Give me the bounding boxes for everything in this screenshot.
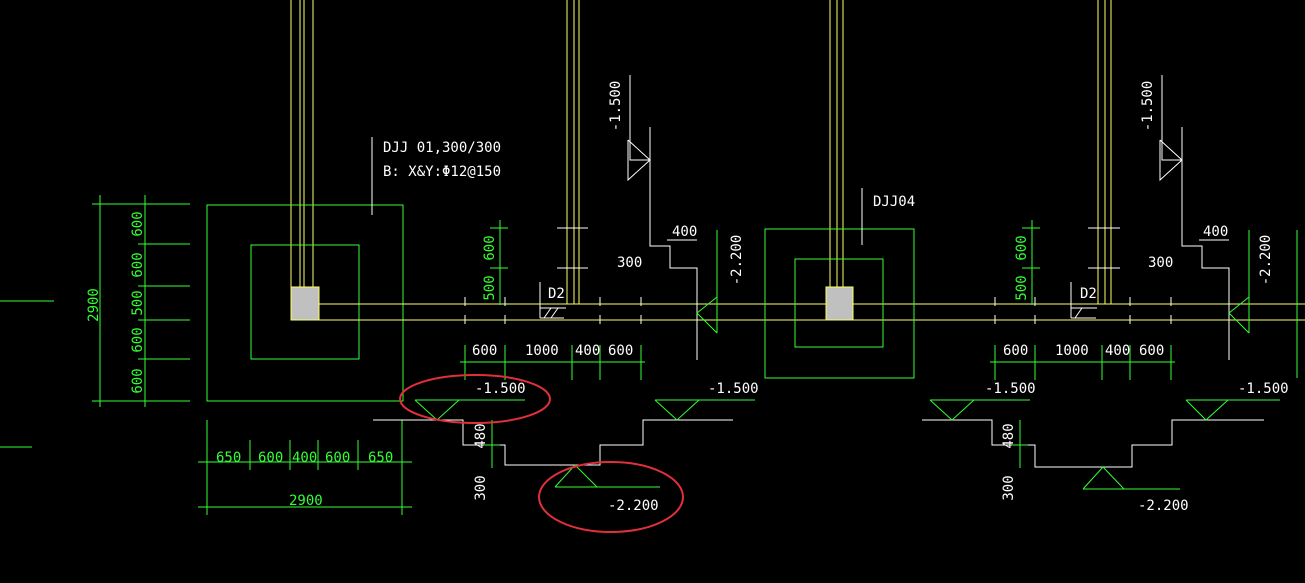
- dim-label: 400: [1203, 224, 1228, 240]
- highlight-ellipse-lower: [538, 461, 684, 533]
- elevation-label: -1.500: [608, 81, 624, 132]
- elevation-label: -2.200: [729, 235, 745, 286]
- dim-label: 300: [617, 255, 642, 271]
- step-section-1: D2 -1.500 400 300 -2.200 600 500 600 100…: [373, 0, 759, 514]
- highlight-ellipse-upper: [399, 374, 551, 424]
- footing-outer-outline: [206, 204, 404, 402]
- elevation-label: -2.200: [1138, 498, 1189, 514]
- dim-total-vertical: 2900: [86, 288, 102, 322]
- dim-label: 480: [1001, 423, 1017, 448]
- footing-inner-outline: [250, 244, 360, 360]
- footing-reinforcement-label: B: X&Y:Φ12@150: [383, 164, 501, 180]
- dim-horizontal-segment: 650: [368, 450, 393, 466]
- footing-callout-label: DJJ 01,300/300: [383, 140, 501, 156]
- dim-vertical-segment: 600: [130, 211, 146, 236]
- dim-vertical-segment: 600: [130, 252, 146, 277]
- dim-label: 400: [575, 343, 600, 359]
- dim-label: 1000: [525, 343, 559, 359]
- elevation-label: -1.500: [1238, 381, 1289, 397]
- column-section: [290, 286, 320, 321]
- dim-label: 600: [1014, 235, 1030, 260]
- tag-d2: D2: [548, 286, 565, 302]
- elevation-label: -1.500: [1140, 81, 1156, 132]
- dim-label: 1000: [1055, 343, 1089, 359]
- dim-label: 600: [608, 343, 633, 359]
- horizontal-dimension-chain: 650 600 400 600 650 2900: [198, 420, 412, 515]
- elevation-label: -1.500: [475, 381, 526, 397]
- dim-vertical-segment: 600: [130, 368, 146, 393]
- footing-plan-middle: DJJ04: [764, 0, 915, 379]
- dim-horizontal-segment: 600: [325, 450, 350, 466]
- dim-label: 480: [473, 423, 489, 448]
- elevation-label: -1.500: [708, 381, 759, 397]
- dim-label: 600: [482, 235, 498, 260]
- dim-label: 400: [672, 224, 697, 240]
- dim-label: 500: [1014, 275, 1030, 300]
- tag-djj04: DJJ04: [873, 194, 915, 210]
- dim-label: 600: [472, 343, 497, 359]
- dim-horizontal-segment: 600: [258, 450, 283, 466]
- dim-horizontal-segment: 400: [292, 450, 317, 466]
- dim-label: 300: [1148, 255, 1173, 271]
- dim-label: 600: [1003, 343, 1028, 359]
- dim-label: 400: [1105, 343, 1130, 359]
- elevation-label: -1.500: [985, 381, 1036, 397]
- dim-label: 300: [1001, 475, 1017, 500]
- dim-vertical-segment: 600: [130, 327, 146, 352]
- dim-vertical-segment: 500: [130, 290, 146, 315]
- footing-plan-left: DJJ 01,300/300 B: X&Y:Φ12@150: [206, 0, 501, 402]
- dim-label: 300: [473, 475, 489, 500]
- dim-label: 600: [1139, 343, 1164, 359]
- tag-d2: D2: [1080, 286, 1097, 302]
- dim-label: 500: [482, 275, 498, 300]
- dim-horizontal-segment: 650: [216, 450, 241, 466]
- column-section: [825, 286, 854, 321]
- vertical-dimension-chain: 2900 600 600 500 600 600: [86, 195, 190, 407]
- elevation-label: -2.200: [608, 498, 659, 514]
- dim-total-horizontal: 2900: [289, 493, 323, 509]
- elevation-label: -2.200: [1258, 235, 1274, 286]
- step-section-2: D2 -1.500 400 300 -2.200 600 500 600 100…: [922, 0, 1298, 514]
- foundation-beam: [319, 303, 1305, 321]
